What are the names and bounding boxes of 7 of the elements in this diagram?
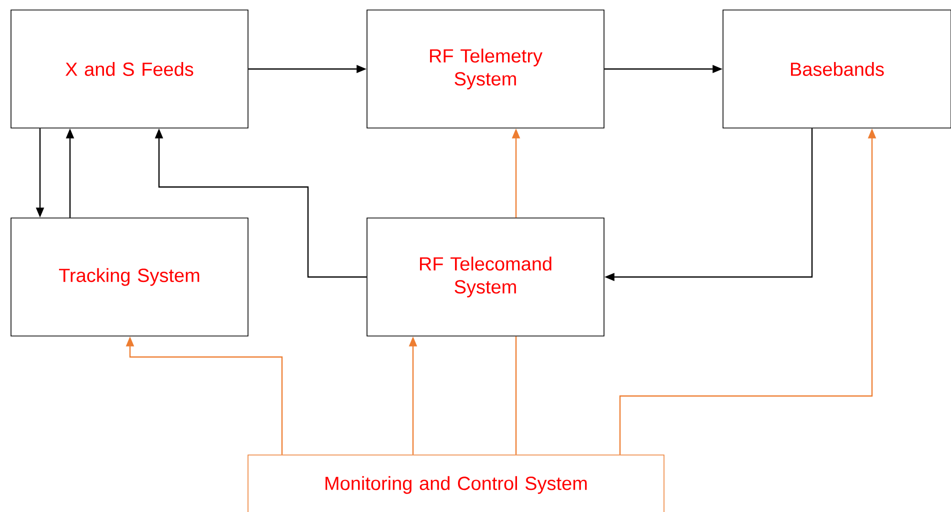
process-box: Tracking System — [10, 218, 248, 336]
process-box: RF Telemetry System — [366, 10, 604, 128]
process-box: RF Telecomand System — [366, 218, 604, 336]
process-box: Basebands — [722, 10, 951, 128]
process-box: Monitoring and Control System — [248, 454, 664, 512]
process-box: X and S Feeds — [10, 10, 248, 128]
connector-line — [515, 336, 517, 455]
